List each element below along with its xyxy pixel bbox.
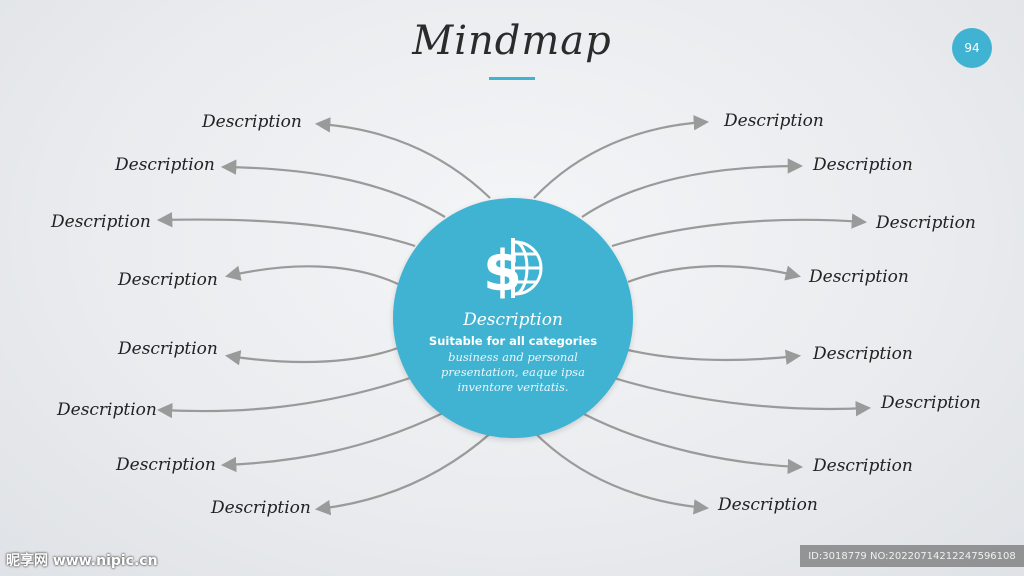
branch-label-left-5: Description bbox=[118, 339, 218, 359]
arrow-left-7 bbox=[220, 412, 444, 473]
arrow-left-8 bbox=[314, 431, 493, 516]
branch-label-left-7: Description bbox=[116, 455, 216, 475]
arrow-right-4 bbox=[627, 265, 801, 284]
branch-label-right-3: Description bbox=[876, 213, 976, 233]
arrow-left-6 bbox=[156, 376, 411, 419]
branch-label-right-5: Description bbox=[813, 344, 913, 364]
branch-label-left-6: Description bbox=[57, 400, 157, 420]
arrow-left-4 bbox=[224, 265, 399, 286]
branch-label-right-2: Description bbox=[813, 155, 913, 175]
arrow-right-7 bbox=[581, 412, 804, 475]
page-number-badge: 94 bbox=[952, 28, 992, 68]
branch-label-left-1: Description bbox=[202, 112, 302, 132]
title-underline bbox=[489, 77, 535, 80]
arrow-right-3 bbox=[611, 213, 868, 248]
arrow-left-3 bbox=[156, 212, 416, 248]
page-title: Mindmap bbox=[412, 18, 612, 64]
arrow-right-2 bbox=[581, 158, 804, 218]
branch-label-left-8: Description bbox=[211, 498, 311, 518]
arrow-right-6 bbox=[613, 376, 872, 417]
branch-label-right-7: Description bbox=[813, 456, 913, 476]
central-body-text: business and personal presentation, eaqu… bbox=[441, 350, 585, 394]
branch-label-right-4: Description bbox=[809, 267, 909, 287]
arrow-left-1 bbox=[314, 117, 491, 199]
branch-label-left-3: Description bbox=[51, 212, 151, 232]
arrow-right-8 bbox=[533, 431, 710, 515]
branch-label-right-1: Description bbox=[724, 111, 824, 131]
branch-label-left-2: Description bbox=[115, 155, 215, 175]
arrow-left-5 bbox=[224, 346, 399, 366]
branch-label-right-6: Description bbox=[881, 393, 981, 413]
central-subtitle: Suitable for all categories bbox=[428, 334, 598, 348]
central-node: $ Description Suitable for all categorie… bbox=[393, 198, 633, 438]
arrow-right-1 bbox=[533, 115, 710, 199]
arrow-right-5 bbox=[627, 348, 802, 365]
branch-label-right-8: Description bbox=[718, 495, 818, 515]
watermark-right: ID:3018779 NO:20220714212247596108 bbox=[800, 545, 1024, 567]
watermark-left: 昵享网 www.nipic.cn bbox=[6, 553, 158, 569]
arrow-left-2 bbox=[220, 159, 446, 218]
central-title: Description bbox=[463, 310, 563, 330]
dollar-globe-icon: $ bbox=[483, 238, 543, 300]
branch-label-left-4: Description bbox=[118, 270, 218, 290]
